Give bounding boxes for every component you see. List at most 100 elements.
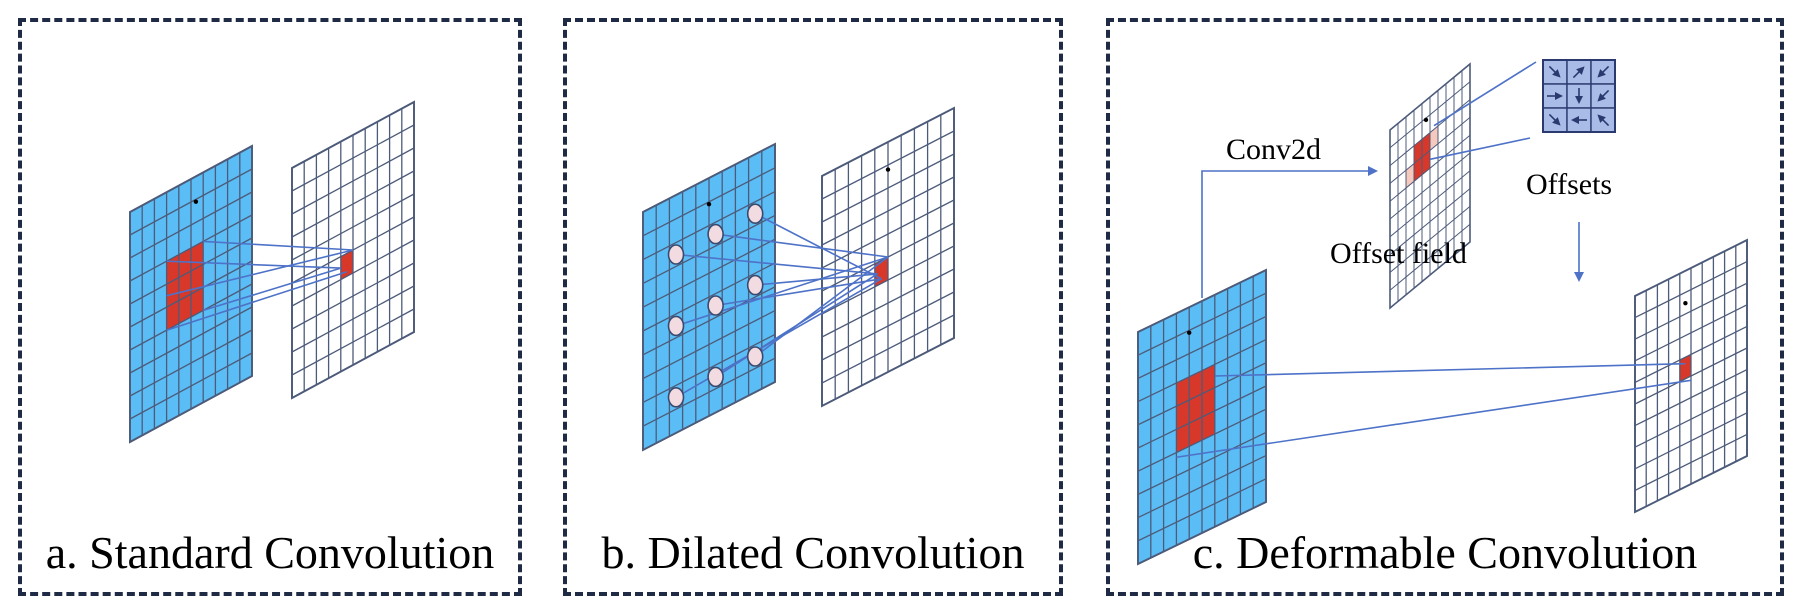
- panel-deformable-convolution: c. Deformable Convolution: [1106, 18, 1784, 596]
- conv2d-arrow: [1201, 166, 1378, 298]
- standard-output-grid-border: [291, 100, 415, 400]
- deformable-input-grid-kernel-cell: [1202, 364, 1215, 394]
- deformable-input-grid-gridline: [1137, 431, 1267, 495]
- grid-layer: [129, 62, 1748, 566]
- deformable-input-grid-kernel-cell: [1189, 393, 1202, 424]
- offset-field-grid-kernel-cell: [1422, 132, 1430, 157]
- dilated-output-grid-gridline: [821, 268, 955, 338]
- deformable-input-grid-kernel-cell: [1202, 387, 1215, 417]
- dilated-sample-point: [707, 366, 724, 388]
- deformable-input-grid-gridline: [1137, 455, 1267, 519]
- offset-field-grid-border: [1389, 62, 1471, 310]
- offset-arrow-icon: [1597, 65, 1610, 78]
- standard-input-center-dot: [193, 199, 199, 204]
- offsets-box-border: [1542, 59, 1616, 133]
- offset-field-grid-kernel-cell: [1414, 139, 1422, 164]
- panel-standard-convolution: a. Standard Convolution: [18, 18, 522, 596]
- deformable-output-grid-gridline: [1634, 347, 1748, 405]
- conv2d-label: Conv2d: [1226, 133, 1321, 166]
- standard-input-grid-kernel-cell: [191, 264, 204, 294]
- offsets-box: [1542, 59, 1616, 133]
- deformable-output-grid-gridline: [1634, 390, 1748, 448]
- deformable-output-grid: [1634, 238, 1748, 514]
- dilated-sample-point: [746, 346, 764, 367]
- standard-connector-line: [203, 240, 354, 251]
- dilated-output-center-dot: [885, 167, 891, 172]
- dilated-sample-point: [746, 274, 764, 296]
- dilated-sample-point: [707, 223, 724, 245]
- standard-input-grid-gridline: [129, 306, 253, 374]
- standard-input-grid-gridline: [129, 283, 253, 351]
- standard-input-grid-kernel-cell: [178, 271, 191, 301]
- standard-connector-line: [202, 267, 342, 312]
- standard-output-grid-gridline: [291, 262, 415, 330]
- dilated-sample-point: [667, 315, 685, 337]
- dilated-input-grid-border: [642, 142, 776, 452]
- standard-input-grid-kernel-cell: [178, 294, 191, 324]
- standard-output-grid-gridline: [291, 239, 415, 307]
- deformable-input-grid-gridline: [1137, 478, 1267, 542]
- standard-connector-line: [166, 260, 341, 269]
- offset-field-grid-gridline: [1389, 206, 1471, 273]
- dilated-sample-point: [667, 244, 685, 265]
- standard-input-grid-kernel-cell: [166, 277, 179, 308]
- dilated-input-grid-gridline: [642, 286, 776, 356]
- deformable-output-grid-kernel-cell: [1679, 354, 1691, 382]
- offset-field-label: Offset field: [1330, 237, 1467, 270]
- offset-field-grid-gridline: [1389, 170, 1471, 238]
- panel-title-dilated: b. Dilated Convolution: [601, 527, 1025, 578]
- dilated-input-center-dot: [706, 201, 712, 207]
- offset-arrow-icon: [1597, 114, 1610, 127]
- deformable-input-grid-kernel-cell: [1176, 423, 1190, 453]
- dilated-input-grid: [642, 142, 776, 452]
- offset-arrow-icon: [1548, 65, 1561, 78]
- standard-output-grid-gridline: [291, 308, 415, 376]
- standard-input-grid-gridline: [129, 352, 253, 420]
- dilated-connector-line: [754, 256, 889, 358]
- deformable-input-grid-kernel-cell: [1176, 400, 1190, 430]
- offsets-label: Offsets: [1526, 168, 1612, 201]
- overlay-layer: [193, 59, 1688, 408]
- standard-input-grid-kernel-cell: [191, 241, 204, 271]
- offset-field-grid-kernel-cell: [1430, 126, 1438, 151]
- offset-arrow-icon: [1548, 113, 1561, 126]
- standard-input-grid-border: [129, 144, 253, 444]
- dilated-input-grid-gridline: [642, 262, 776, 332]
- standard-input-grid-gridline: [129, 260, 253, 328]
- dilated-output-grid-gridline: [821, 245, 955, 315]
- deformable-output-grid-gridline: [1634, 433, 1748, 491]
- deformable-input-grid-kernel-cell: [1202, 410, 1215, 441]
- dilated-sample-point: [746, 203, 764, 224]
- dilated-connector-line: [675, 256, 889, 327]
- deformable-input-grid-gridline: [1137, 385, 1267, 449]
- standard-input-grid-gridline: [129, 329, 253, 397]
- offset-field-grid: [1389, 62, 1471, 310]
- dilated-sample-point: [667, 386, 685, 408]
- dilated-output-grid-gridline: [821, 314, 955, 384]
- deformable-input-center-dot: [1187, 330, 1192, 335]
- deformable-input-grid-kernel-cell: [1189, 417, 1202, 447]
- offset-field-grid-gridline: [1389, 152, 1471, 220]
- deformable-input-grid-kernel-cell: [1189, 370, 1202, 400]
- offset-field-grid-kernel-cell: [1414, 157, 1422, 182]
- deformable-input-grid-border: [1137, 268, 1267, 566]
- offsets-callout-line: [1429, 137, 1531, 161]
- panel-title-deformable: c. Deformable Convolution: [1192, 527, 1698, 578]
- panel-title-standard: a. Standard Convolution: [45, 527, 495, 578]
- dilated-connector-line: [715, 233, 889, 258]
- standard-connector-line: [166, 249, 354, 297]
- deformable-output-grid-border: [1634, 238, 1748, 514]
- offsets-callout-line: [1433, 61, 1537, 127]
- deformable-connector-line: [1176, 379, 1692, 459]
- standard-input-grid-kernel-cell: [191, 287, 204, 317]
- deformable-input-grid: [1137, 268, 1267, 566]
- dilated-connector-line: [754, 212, 882, 280]
- dilated-input-grid-gridline: [642, 357, 776, 427]
- standard-connector-line: [166, 270, 348, 331]
- offset-field-grid-kernel-cell: [1422, 150, 1430, 175]
- offset-field-grid-gridline: [1389, 223, 1471, 291]
- standard-input-grid-kernel-cell: [166, 300, 179, 331]
- dilated-output-grid-gridline: [821, 291, 955, 361]
